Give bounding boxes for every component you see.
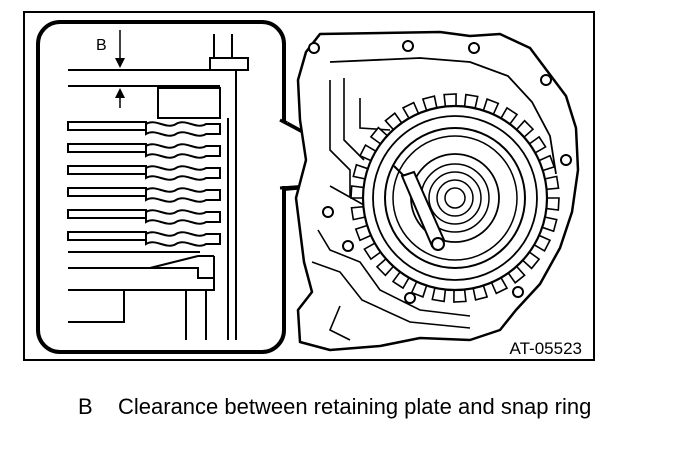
figure-frame <box>23 11 595 361</box>
friction-disc <box>145 209 221 225</box>
steel-plate <box>67 143 147 153</box>
legend-key: B <box>78 394 93 419</box>
feeler-gauge <box>393 165 446 251</box>
dimension-label-b: B <box>96 37 107 54</box>
steel-plate <box>67 121 147 131</box>
steel-plate <box>67 187 147 197</box>
transmission-housing <box>294 30 580 352</box>
friction-disc <box>145 143 221 159</box>
friction-disc <box>145 121 221 137</box>
clutch-pack <box>67 121 221 253</box>
steel-plate <box>67 231 147 241</box>
steel-plate <box>67 209 147 219</box>
retaining-plate <box>157 87 221 119</box>
figure-id: AT-05523 <box>510 339 582 358</box>
drum-spline <box>453 288 467 303</box>
drum-spline <box>545 197 560 211</box>
steel-plate <box>67 165 147 175</box>
drum-spline <box>350 185 365 199</box>
bolt-holes <box>308 40 572 304</box>
clutch-drum <box>350 93 560 303</box>
clearance-dimension: B <box>96 30 210 108</box>
legend-description: Clearance between retaining plate and sn… <box>118 394 592 419</box>
legend-entry: B Clearance between retaining plate and … <box>78 392 638 422</box>
snap-ring <box>209 57 249 71</box>
friction-disc <box>145 231 221 247</box>
drum-spline <box>443 93 457 108</box>
friction-disc <box>145 187 221 203</box>
piston <box>68 267 215 291</box>
friction-disc <box>145 165 221 181</box>
